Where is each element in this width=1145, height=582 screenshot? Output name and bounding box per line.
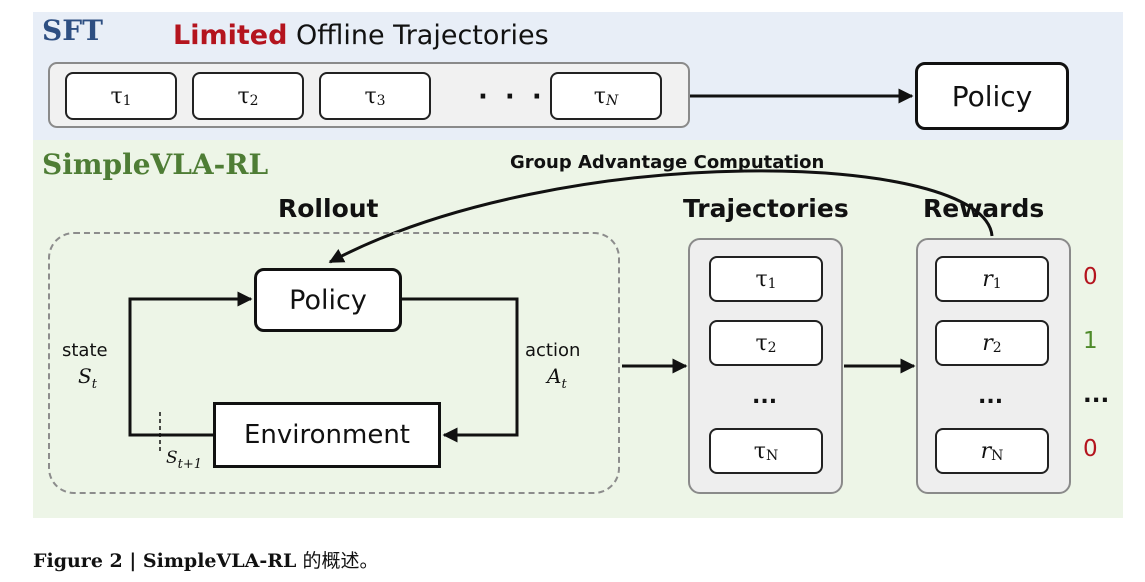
group-advantage-label: Group Advantage Computation	[510, 152, 825, 173]
rollout-policy-box: Policy	[254, 268, 402, 332]
reward-value-1: 0	[1083, 264, 1098, 290]
action-symbol: At	[547, 364, 567, 392]
next-state-symbol: St+1	[166, 448, 203, 472]
rollout-area	[48, 232, 620, 494]
state-symbol: St	[78, 364, 97, 392]
reward-ellipsis: ...	[978, 384, 1004, 409]
environment-box: Environment	[213, 402, 441, 468]
rollout-label: Rollout	[278, 194, 379, 223]
reward-value-2: 1	[1083, 328, 1098, 354]
reward-value-ellipsis: ...	[1083, 382, 1110, 408]
rewards-label: Rewards	[923, 194, 1045, 223]
heading-rest: Offline Trajectories	[296, 20, 549, 51]
sft-section-label: SFT	[42, 14, 103, 47]
action-arrow	[402, 297, 519, 443]
trajectories-label: Trajectories	[683, 194, 849, 223]
sft-policy-box: Policy	[915, 62, 1069, 130]
group-advantage-arrow	[328, 169, 994, 264]
heading-highlight: Limited	[173, 20, 288, 51]
state-label: state	[62, 340, 108, 361]
rl-section-label: SimpleVLA-RL	[42, 148, 269, 181]
reward-value-n: 0	[1083, 436, 1098, 462]
figure-caption: Figure 2 | SimpleVLA-RL 的概述。	[33, 550, 379, 572]
sft-ellipsis: · · ·	[478, 82, 546, 112]
action-label: action	[525, 340, 581, 361]
sft-heading: Limited Offline Trajectories	[173, 20, 549, 51]
trajectory-ellipsis: ...	[752, 384, 778, 409]
state-arrow	[128, 291, 253, 437]
